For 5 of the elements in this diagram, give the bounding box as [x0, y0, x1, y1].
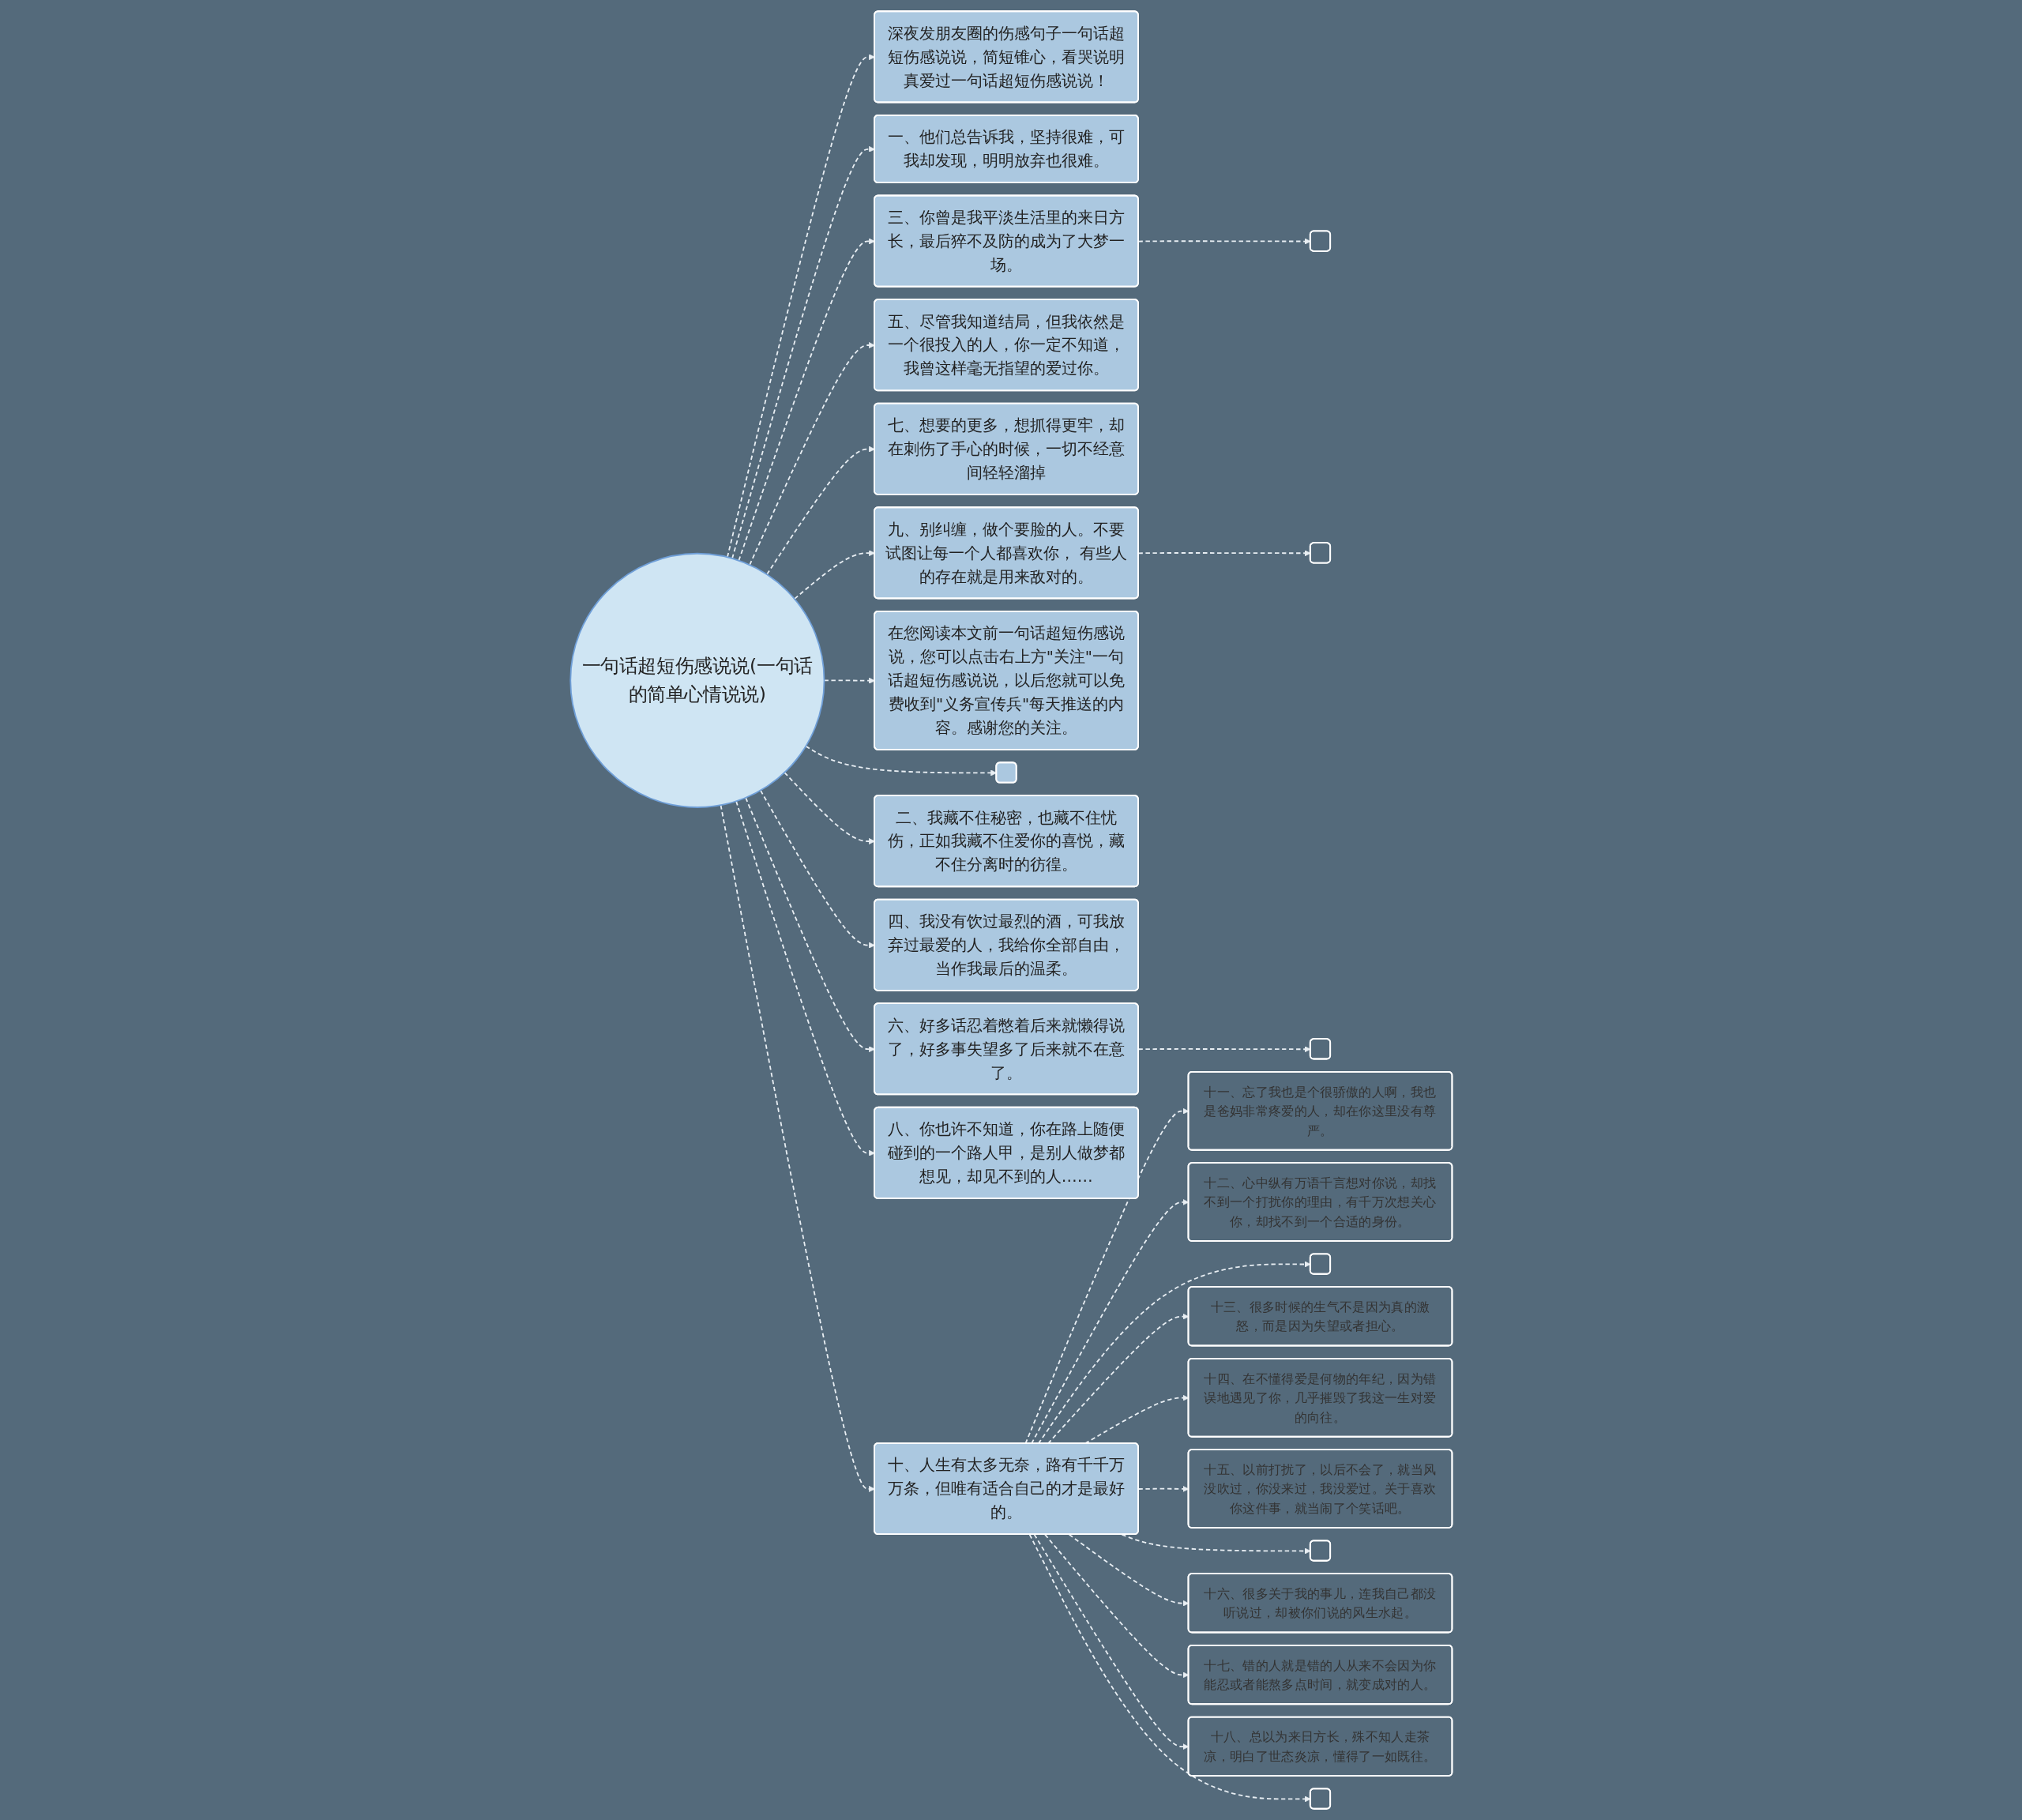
node-circle: 一句话超短伤感说说(一句话的简单心情说说) — [569, 552, 825, 808]
arrow — [1068, 1533, 1189, 1607]
arrow — [1043, 1533, 1189, 1679]
arrow — [1033, 1533, 1189, 1750]
arrow — [1137, 1485, 1189, 1492]
